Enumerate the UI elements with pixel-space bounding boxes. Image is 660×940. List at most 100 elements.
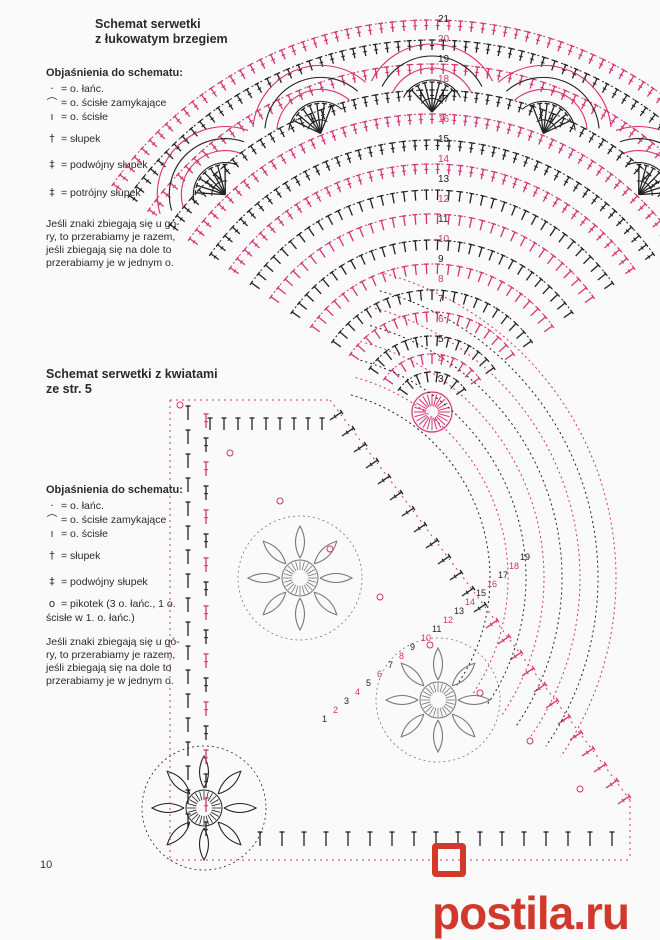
stitch-mark: [567, 241, 573, 249]
stitch-mark: [369, 177, 373, 178]
stitch-mark: [514, 34, 518, 35]
picot-mark: [527, 738, 533, 744]
stitch-mark: [237, 259, 245, 265]
stitch-mark: [501, 316, 507, 324]
stitch-mark: [379, 195, 384, 196]
stitch-mark: [414, 374, 419, 376]
row-number: 12: [443, 615, 453, 625]
stitch-mark: [465, 370, 472, 377]
stitch-mark: [478, 273, 481, 282]
stitch-mark: [644, 165, 649, 166]
stitch-mark: [548, 256, 554, 264]
stitch-mark: [271, 161, 276, 169]
row-number: 8: [438, 274, 444, 285]
flower-ring: [376, 638, 500, 762]
stitch-mark: [401, 141, 406, 142]
stitch-mark: [345, 178, 350, 180]
stitch-mark: [497, 76, 501, 77]
stitch-mark: [526, 31, 531, 32]
stitch-mark: [370, 368, 378, 374]
flower-petal: [434, 648, 443, 680]
stitch-mark: [404, 216, 405, 226]
stitch-mark: [391, 269, 396, 270]
row-number: 18: [438, 74, 450, 85]
row-number: 11: [438, 214, 449, 225]
chain-arc: [251, 190, 612, 283]
row-number: 19: [520, 552, 530, 562]
stitch-mark: [415, 191, 416, 201]
stitch-mark: [573, 183, 578, 191]
stitch-mark: [531, 216, 536, 225]
stitch-mark: [424, 372, 429, 373]
stitch-mark: [486, 368, 494, 374]
stitch-mark: [362, 97, 367, 98]
stitch-mark: [253, 174, 259, 182]
stitch-mark: [446, 313, 451, 314]
stitch-mark: [241, 152, 247, 160]
stitch-mark: [356, 174, 361, 175]
row-number: 4: [355, 687, 360, 697]
stitch-mark: [456, 341, 460, 350]
stitch-mark: [646, 212, 653, 219]
row-number: 17: [438, 94, 450, 105]
stitch-mark: [536, 161, 541, 163]
stitch-mark: [170, 225, 178, 231]
stitch-mark: [518, 107, 522, 108]
stitch-mark: [559, 41, 564, 43]
stitch-mark: [211, 254, 219, 260]
stitch-mark: [414, 524, 426, 532]
stitch-mark: [508, 124, 513, 125]
stitch-mark: [458, 363, 463, 371]
stitch-mark: [497, 282, 502, 291]
border-line: [330, 400, 630, 800]
row-number: 3: [344, 696, 349, 706]
stitch-mark: [562, 204, 567, 212]
row-number: 19: [438, 54, 450, 65]
stitch-mark: [579, 54, 583, 56]
stitch-mark: [379, 29, 383, 30]
row-number: 10: [438, 234, 450, 245]
stitch-mark: [492, 309, 497, 317]
stitch-mark: [299, 234, 305, 242]
row-number: 8: [399, 651, 404, 661]
stitch-mark: [203, 221, 211, 227]
stitch-mark: [402, 315, 407, 316]
stitch-mark: [618, 796, 630, 804]
stitch-mark: [333, 341, 341, 347]
stitch-mark: [630, 196, 637, 203]
stitch-mark: [220, 136, 226, 144]
stitch-mark: [320, 87, 324, 88]
stitch-mark: [523, 187, 527, 189]
flower-stitch: [200, 816, 202, 825]
stitch-mark: [415, 313, 417, 323]
stitch-mark: [380, 150, 384, 151]
stitch-mark: [374, 330, 380, 338]
stitch-mark: [266, 265, 273, 272]
flower-petal: [314, 541, 337, 564]
stitch-mark: [278, 288, 286, 294]
stitch-mark: [524, 162, 528, 163]
stitch-mark: [348, 183, 352, 184]
chain-arc: [370, 326, 562, 726]
stitch-mark: [408, 357, 413, 359]
flower-stitch: [284, 574, 293, 576]
stitch-mark: [373, 68, 378, 69]
stitch-mark: [544, 326, 552, 332]
stitch-mark: [386, 98, 390, 99]
stitch-mark: [426, 540, 438, 548]
stitch-mark: [349, 232, 353, 241]
stitch-mark: [550, 295, 557, 302]
stitch-mark: [464, 294, 469, 295]
stitch-mark: [227, 101, 232, 109]
stitch-mark: [558, 46, 562, 47]
stitch-mark: [503, 174, 508, 175]
row-number: 17: [498, 570, 508, 580]
stitch-mark: [276, 189, 282, 197]
stitch-mark: [340, 102, 345, 103]
flower-stitch: [308, 574, 317, 576]
flower-stitch: [296, 562, 298, 571]
flower-stitch: [296, 586, 298, 595]
stitch-mark: [347, 158, 351, 159]
stitch-mark: [502, 180, 506, 181]
flower-petal: [152, 804, 184, 813]
